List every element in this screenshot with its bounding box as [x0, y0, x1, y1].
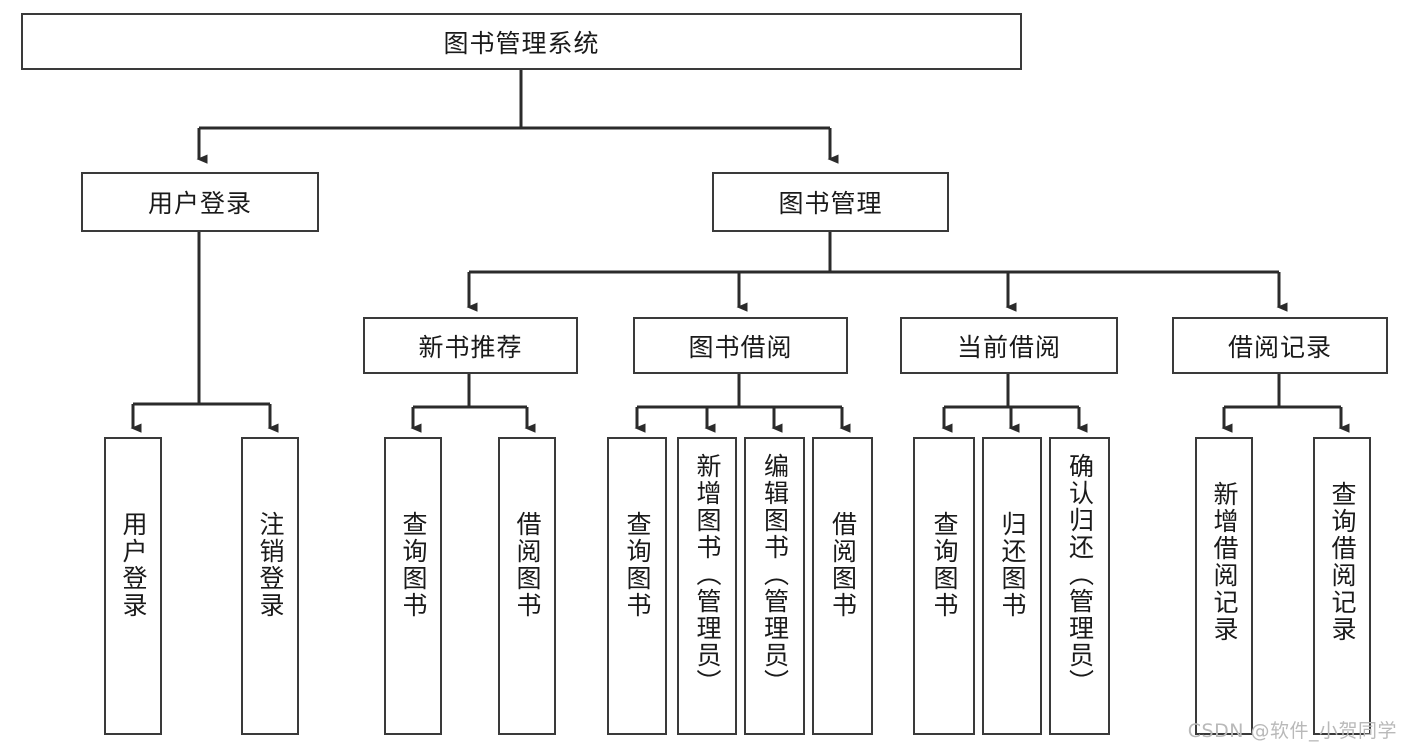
leaf-label: 查询图书 — [930, 511, 959, 619]
leaf-label: 新增图书（管理员） — [693, 453, 722, 696]
node-user-login[interactable]: 用户登录 — [81, 172, 319, 232]
node-label: 用户登录 — [147, 189, 252, 218]
leaf-label: 查询借阅记录 — [1328, 481, 1357, 643]
node-label: 图书管理 — [778, 189, 883, 218]
node-borrow-record[interactable]: 借阅记录 — [1172, 317, 1388, 374]
leaf-current-borrow-query-book[interactable]: 查询图书 — [913, 437, 975, 735]
node-root-book-management-system[interactable]: 图书管理系统 — [21, 13, 1022, 70]
leaf-label: 查询图书 — [623, 511, 652, 619]
leaf-book-borrow-borrow-book[interactable]: 借阅图书 — [812, 437, 873, 735]
leaf-label: 归还图书 — [998, 511, 1027, 619]
leaf-borrow-record-add-record[interactable]: 新增借阅记录 — [1195, 437, 1253, 735]
leaf-label: 注销登录 — [256, 511, 285, 619]
leaf-current-borrow-confirm-return-admin[interactable]: 确认归还（管理员） — [1049, 437, 1110, 735]
leaf-new-book-query-book[interactable]: 查询图书 — [384, 437, 442, 735]
leaf-book-borrow-query-book[interactable]: 查询图书 — [607, 437, 667, 735]
node-book-management[interactable]: 图书管理 — [712, 172, 949, 232]
leaf-book-borrow-add-book-admin[interactable]: 新增图书（管理员） — [677, 437, 737, 735]
leaf-book-borrow-edit-book-admin[interactable]: 编辑图书（管理员） — [744, 437, 805, 735]
leaf-borrow-record-query-record[interactable]: 查询借阅记录 — [1313, 437, 1371, 735]
leaf-label: 借阅图书 — [828, 511, 858, 619]
node-label: 图书借阅 — [688, 332, 793, 362]
leaf-user-login-logout[interactable]: 注销登录 — [241, 437, 299, 735]
node-current-borrow[interactable]: 当前借阅 — [900, 317, 1118, 374]
node-book-borrow[interactable]: 图书借阅 — [633, 317, 848, 374]
leaf-label: 编辑图书（管理员） — [760, 453, 790, 696]
node-label: 当前借阅 — [956, 332, 1061, 362]
csdn-watermark: CSDN @软件_小贺同学 — [1187, 720, 1397, 742]
leaf-label: 确认归还（管理员） — [1065, 453, 1095, 696]
node-new-book-recommend[interactable]: 新书推荐 — [363, 317, 578, 374]
leaf-new-book-borrow-book[interactable]: 借阅图书 — [498, 437, 556, 735]
node-label: 新书推荐 — [418, 332, 523, 362]
node-label: 借阅记录 — [1227, 332, 1332, 362]
leaf-label: 借阅图书 — [513, 511, 542, 619]
leaf-current-borrow-return-book[interactable]: 归还图书 — [982, 437, 1042, 735]
leaf-label: 查询图书 — [399, 511, 428, 619]
leaf-label: 用户登录 — [119, 511, 148, 619]
leaf-user-login-login[interactable]: 用户登录 — [104, 437, 162, 735]
node-label: 图书管理系统 — [443, 28, 600, 58]
leaf-label: 新增借阅记录 — [1210, 481, 1239, 643]
